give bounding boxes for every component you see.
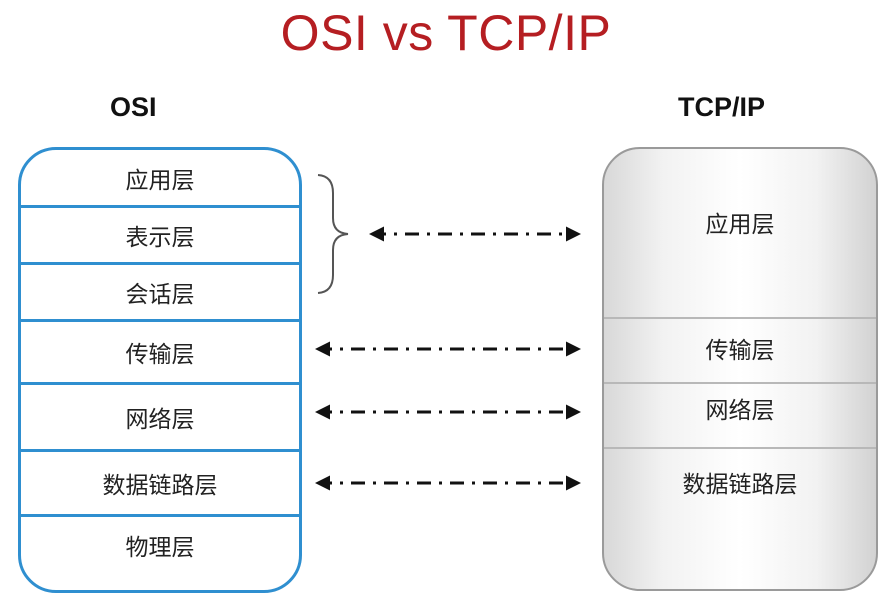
- tcp-layer-network: 网络层: [705, 398, 775, 424]
- osi-divider: [21, 205, 299, 208]
- tcp-layer-application: 应用层: [705, 212, 775, 238]
- osi-divider: [21, 262, 299, 265]
- osi-layer-session: 会话层: [125, 282, 195, 308]
- osi-layer-application: 应用层: [125, 167, 195, 194]
- osi-divider: [21, 514, 299, 517]
- osi-layer-network: 网络层: [125, 407, 195, 433]
- tcp-layer-data-link: 数据链路层: [682, 472, 798, 498]
- osi-layer-physical: 物理层: [125, 535, 195, 561]
- tcp-divider: [604, 317, 876, 319]
- osi-heading: OSI: [110, 92, 157, 122]
- osi-divider: [21, 319, 299, 322]
- tcp-ip-heading: TCP/IP: [678, 92, 766, 122]
- osi-stack: 应用层 表示层 会话层 传输层 网络层 数据链路层 物理层: [18, 147, 302, 593]
- osi-layer-presentation: 表示层: [125, 225, 195, 251]
- osi-layer-transport: 传输层: [125, 342, 195, 368]
- tcp-layer-transport: 传输层: [705, 338, 775, 364]
- osi-divider: [21, 382, 299, 385]
- brace-icon: [317, 174, 349, 294]
- tcp-divider: [604, 382, 876, 384]
- diagram-title: OSI vs TCP/IP: [280, 5, 612, 61]
- tcp-divider: [604, 447, 876, 449]
- mapping-connectors: [315, 174, 581, 491]
- tcp-ip-stack: 应用层 传输层 网络层 数据链路层: [602, 147, 878, 591]
- osi-layer-data-link: 数据链路层: [102, 473, 218, 499]
- osi-divider: [21, 449, 299, 452]
